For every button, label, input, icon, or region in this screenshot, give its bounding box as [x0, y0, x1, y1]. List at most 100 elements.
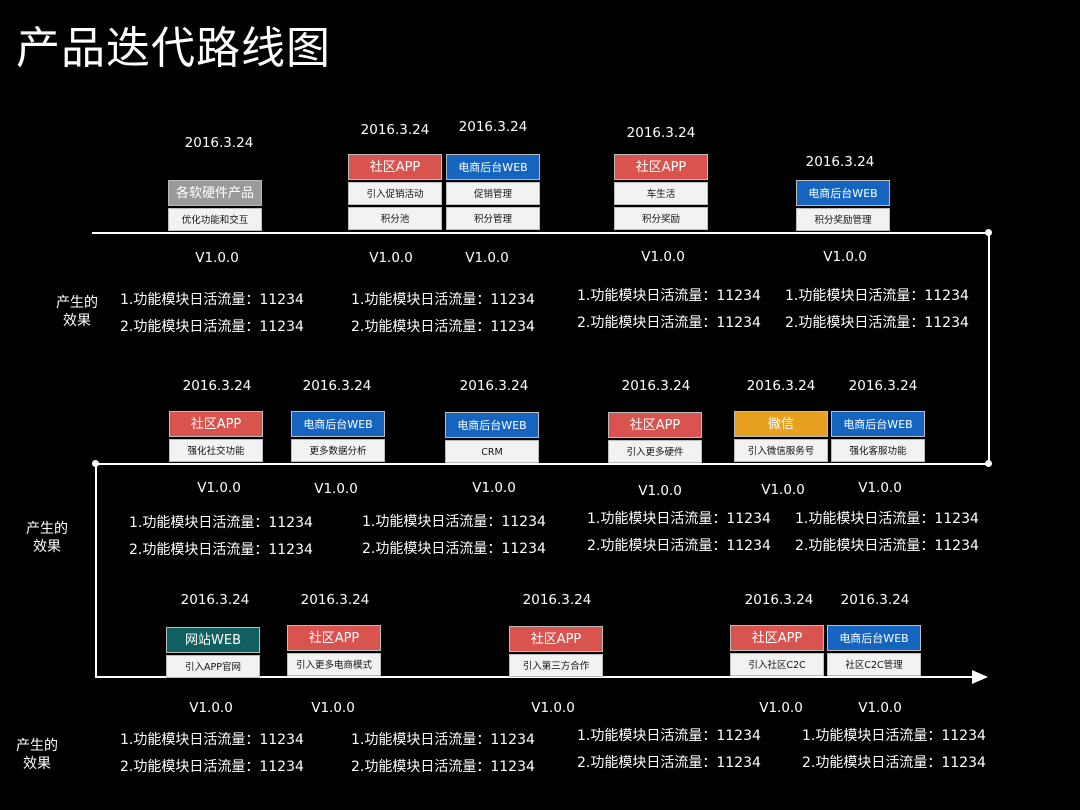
metric-line: 2.功能模块日活流量：11234 [120, 319, 304, 335]
card-item: 积分池 [348, 207, 442, 230]
date-label: 2016.3.24 [621, 378, 691, 394]
metric-line: 1.功能模块日活流量：11234 [120, 292, 304, 308]
feature-card: 网站WEB 引入APP官网 [166, 627, 260, 678]
version-label: V1.0.0 [761, 482, 805, 498]
metric-line: 2.功能模块日活流量：11234 [577, 315, 761, 331]
card-item: 优化功能和交互 [168, 208, 262, 231]
version-label: V1.0.0 [858, 480, 902, 496]
date-label: 2016.3.24 [626, 125, 696, 141]
version-label: V1.0.0 [465, 250, 509, 266]
feature-card: 社区APP 引入更多硬件 [608, 412, 702, 463]
card-header: 社区APP [169, 411, 263, 437]
feature-card: 社区APP 引入促销活动 积分池 [348, 154, 442, 230]
metric-group: 1.功能模块日活流量：11234 2.功能模块日活流量：11234 [351, 287, 535, 341]
metric-line: 2.功能模块日活流量：11234 [129, 542, 313, 558]
effect-label: 产生的效果 [16, 738, 58, 772]
feature-card: 电商后台WEB 促销管理 积分管理 [446, 154, 540, 230]
date-label: 2016.3.24 [459, 378, 529, 394]
metric-line: 2.功能模块日活流量：11234 [587, 538, 771, 554]
metric-group: 1.功能模块日活流量：11234 2.功能模块日活流量：11234 [120, 727, 304, 781]
card-item: 引入更多硬件 [608, 440, 702, 463]
card-header: 各软硬件产品 [168, 180, 262, 206]
metric-group: 1.功能模块日活流量：11234 2.功能模块日活流量：11234 [577, 723, 761, 777]
metric-group: 1.功能模块日活流量：11234 2.功能模块日活流量：11234 [795, 506, 979, 560]
metric-line: 1.功能模块日活流量：11234 [587, 511, 771, 527]
card-header: 社区APP [348, 154, 442, 180]
metric-group: 1.功能模块日活流量：11234 2.功能模块日活流量：11234 [129, 510, 313, 564]
timeline-line-2 [96, 463, 990, 465]
version-label: V1.0.0 [369, 250, 413, 266]
timeline-arrow-icon [972, 670, 988, 684]
feature-card: 社区APP 车生活 积分奖励 [614, 154, 708, 230]
card-item: 车生活 [614, 182, 708, 205]
metric-line: 2.功能模块日活流量：11234 [802, 755, 986, 771]
version-label: V1.0.0 [311, 700, 355, 716]
metric-line: 1.功能模块日活流量：11234 [129, 515, 313, 531]
card-item: 引入社区C2C [730, 653, 824, 676]
metric-group: 1.功能模块日活流量：11234 2.功能模块日活流量：11234 [351, 727, 535, 781]
card-header: 社区APP [509, 626, 603, 652]
card-item: 积分奖励管理 [796, 208, 890, 231]
metric-line: 1.功能模块日活流量：11234 [795, 511, 979, 527]
version-label: V1.0.0 [195, 250, 239, 266]
metric-line: 2.功能模块日活流量：11234 [351, 319, 535, 335]
timeline-connector-1 [988, 232, 990, 464]
card-item: 引入第三方合作 [509, 654, 603, 677]
feature-card: 电商后台WEB 更多数据分析 [291, 411, 385, 462]
card-header: 社区APP [608, 412, 702, 438]
timeline-line-3 [95, 676, 975, 678]
metric-group: 1.功能模块日活流量：11234 2.功能模块日活流量：11234 [802, 723, 986, 777]
version-label: V1.0.0 [759, 700, 803, 716]
feature-card: 电商后台WEB CRM [445, 412, 539, 463]
metric-line: 1.功能模块日活流量：11234 [120, 732, 304, 748]
metric-line: 2.功能模块日活流量：11234 [785, 315, 969, 331]
metric-line: 2.功能模块日活流量：11234 [362, 541, 546, 557]
version-label: V1.0.0 [472, 480, 516, 496]
version-label: V1.0.0 [823, 249, 867, 265]
card-header: 网站WEB [166, 627, 260, 653]
card-item: 积分管理 [446, 207, 540, 230]
card-item: 引入促销活动 [348, 182, 442, 205]
date-label: 2016.3.24 [744, 592, 814, 608]
card-item: 积分奖励 [614, 207, 708, 230]
date-label: 2016.3.24 [458, 119, 528, 135]
version-label: V1.0.0 [197, 480, 241, 496]
card-header: 电商后台WEB [831, 411, 925, 437]
page-title: 产品迭代路线图 [16, 23, 331, 74]
card-header: 社区APP [287, 625, 381, 651]
date-label: 2016.3.24 [840, 592, 910, 608]
version-label: V1.0.0 [638, 483, 682, 499]
date-label: 2016.3.24 [522, 592, 592, 608]
metric-line: 1.功能模块日活流量：11234 [351, 292, 535, 308]
feature-card: 电商后台WEB 强化客服功能 [831, 411, 925, 462]
date-label: 2016.3.24 [300, 592, 370, 608]
metric-line: 2.功能模块日活流量：11234 [795, 538, 979, 554]
card-header: 电商后台WEB [827, 625, 921, 651]
feature-card: 电商后台WEB 社区C2C管理 [827, 625, 921, 676]
card-item: 引入更多电商模式 [287, 653, 381, 676]
feature-card: 社区APP 强化社交功能 [169, 411, 263, 462]
metric-group: 1.功能模块日活流量：11234 2.功能模块日活流量：11234 [120, 287, 304, 341]
version-label: V1.0.0 [641, 249, 685, 265]
version-label: V1.0.0 [531, 700, 575, 716]
version-label: V1.0.0 [314, 481, 358, 497]
card-item: 更多数据分析 [291, 439, 385, 462]
timeline-dot-3 [985, 460, 992, 467]
effect-label: 产生的效果 [26, 521, 68, 555]
metric-group: 1.功能模块日活流量：11234 2.功能模块日活流量：11234 [587, 506, 771, 560]
card-header: 电商后台WEB [796, 180, 890, 206]
card-header: 社区APP [730, 625, 824, 651]
card-header: 电商后台WEB [445, 412, 539, 438]
metric-line: 1.功能模块日活流量：11234 [802, 728, 986, 744]
date-label: 2016.3.24 [805, 154, 875, 170]
card-header: 社区APP [614, 154, 708, 180]
date-label: 2016.3.24 [184, 135, 254, 151]
metric-line: 1.功能模块日活流量：11234 [362, 514, 546, 530]
card-item: 强化客服功能 [831, 439, 925, 462]
date-label: 2016.3.24 [746, 378, 816, 394]
card-item: 引入APP官网 [166, 655, 260, 678]
metric-line: 1.功能模块日活流量：11234 [577, 728, 761, 744]
feature-card: 微信 引入微信服务号 [734, 411, 828, 462]
metric-line: 1.功能模块日活流量：11234 [577, 288, 761, 304]
card-item: 社区C2C管理 [827, 653, 921, 676]
